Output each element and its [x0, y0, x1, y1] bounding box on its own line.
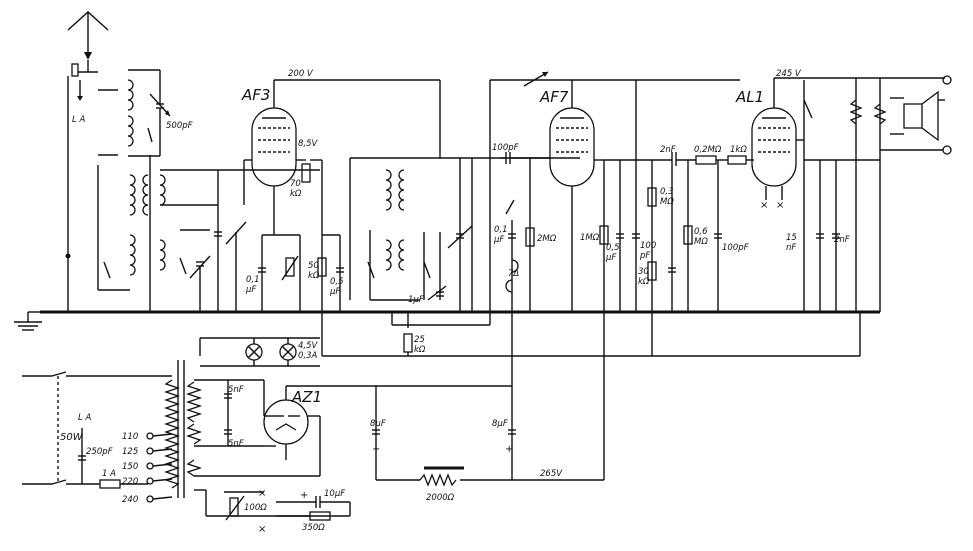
c05b-a: 0,5 — [606, 243, 620, 253]
c01-b: µF — [245, 285, 256, 295]
power-label: 50W — [60, 432, 84, 443]
lamp-b: 0,3A — [298, 351, 318, 361]
af3-stage: AF3 200 V 8,5V 70 kΩ 0,1 µF 50 kΩ — [214, 69, 860, 357]
tap-label-220: 220 — [122, 477, 138, 487]
r03m-a: 0,3 — [660, 187, 674, 197]
r06m-a: 0,6 — [694, 227, 708, 237]
tap-wire-220 — [152, 478, 173, 482]
r25k-a: 25 — [414, 335, 425, 345]
tap-label-110: 110 — [122, 432, 138, 442]
c05b-b: µF — [605, 253, 616, 263]
c05-a: 0,5 — [330, 277, 344, 287]
r03m-b: MΩ — [660, 197, 674, 207]
c8uf-b-plus: + — [505, 444, 513, 455]
tap-label-240: 240 — [122, 495, 138, 505]
r2000-label: 2000Ω — [426, 493, 455, 503]
c01b-a: 0,1 — [494, 225, 508, 235]
bias-network: 100Ω × × 10µF + 350Ω — [224, 488, 351, 535]
c8uf-a-plus: + — [372, 444, 380, 455]
tap-terminal-240 — [146, 495, 154, 503]
r350-label: 350Ω — [302, 523, 325, 533]
filament-x-a: × — [760, 200, 768, 211]
lamp-a: 4,5V — [298, 341, 319, 351]
af7-stage: AF7 100pF 0,1 µF 7Δ 2MΩ 1MΩ 0,5 — [490, 71, 740, 356]
al1-stage: 2nF 0,2MΩ 1kΩ 0,6 MΩ 100pF AL1 245 V × × — [660, 69, 952, 312]
az1-rectifier: AZ1 — [263, 380, 376, 476]
c8uf-b: 8µF — [492, 419, 508, 429]
l7a-label: 7Δ — [508, 269, 519, 279]
c100pf-c-label: 100pF — [722, 243, 749, 253]
r06m-b: MΩ — [694, 237, 708, 247]
v265-label: 265V — [540, 469, 563, 479]
c250p-label: 250pF — [86, 447, 113, 457]
bias-x-b: × — [258, 524, 266, 535]
tap-terminal-110 — [146, 432, 154, 440]
c1uf-label: 1µF — [408, 295, 424, 305]
c100pf-b-a: 100 — [640, 241, 656, 251]
r30k-b: kΩ — [638, 277, 650, 287]
v245-label: 245 V — [776, 69, 802, 79]
c8uf-a: 8µF — [370, 419, 386, 429]
la-label-b: L A — [78, 413, 91, 423]
tap-wire-150 — [152, 463, 173, 467]
input-coils — [97, 155, 320, 312]
c05-b: µF — [329, 287, 340, 297]
r30k-a: 30 — [638, 267, 649, 277]
af3-label: AF3 — [241, 86, 270, 104]
c5n-a: 5nF — [228, 385, 244, 395]
tap-wire-125 — [152, 448, 173, 452]
pilot-lamps: 4,5V 0,3A — [199, 337, 320, 367]
c2n-b-label: 2nF — [834, 235, 850, 245]
tap-wire-240 — [152, 496, 173, 500]
c01b-b: µF — [493, 235, 504, 245]
v8-5-label: 8,5V — [298, 139, 319, 149]
bias-x-a: × — [258, 488, 266, 499]
al1-label: AL1 — [735, 88, 764, 106]
v200-label: 200 V — [288, 69, 314, 79]
mains-taps: 110 125 150 220 240 — [122, 432, 173, 505]
r1m-label: 1MΩ — [580, 233, 600, 243]
af7-label: AF7 — [539, 88, 569, 106]
tap-terminal-150 — [146, 462, 154, 470]
mains-input: L A 250pF 1 A — [22, 371, 172, 489]
tap-label-150: 150 — [122, 462, 138, 472]
r50k-b: kΩ — [308, 271, 320, 281]
ground-bus — [14, 310, 880, 331]
tap-terminal-220 — [146, 477, 154, 485]
r1k-label: 1kΩ — [730, 145, 747, 155]
c01-a: 0,1 — [246, 275, 260, 285]
c15n-a: 15 — [786, 233, 797, 243]
antenna: L A — [65, 11, 109, 312]
c100pf-b-b: pF — [639, 251, 650, 261]
r2m-label: 2MΩ — [537, 234, 557, 244]
tap-label-125: 125 — [122, 447, 138, 457]
antenna-label: L A — [72, 115, 85, 125]
c10uf-label: 10µF — [324, 489, 345, 499]
tap-terminal-125 — [146, 447, 154, 455]
c5n-b: 5nF — [228, 439, 244, 449]
r100-label: 100Ω — [244, 503, 267, 513]
r25k-b: kΩ — [414, 345, 426, 355]
c100pf-a-label: 100pF — [492, 143, 519, 153]
az1-label: AZ1 — [291, 388, 322, 406]
c15n-b: nF — [786, 243, 796, 253]
r70k-a: 70 — [290, 179, 301, 189]
c500pf-label: 500pF — [166, 121, 193, 131]
r02m-label: 0,2MΩ — [694, 145, 722, 155]
c2n-a-label: 2nF — [660, 145, 676, 155]
r70k-b: kΩ — [290, 189, 302, 199]
fuse-label: 1 A — [102, 469, 116, 479]
c10uf-plus: + — [300, 490, 308, 501]
power-filter: 8µF + 2000Ω 265V 8µF + — [370, 312, 861, 503]
filament-x-b: × — [776, 200, 784, 211]
r50k-a: 50 — [308, 261, 319, 271]
antenna-coils: 500pF — [98, 69, 193, 157]
interstage-coils: 1µF 25 kΩ — [349, 80, 491, 356]
tap-wire-110 — [152, 433, 173, 437]
